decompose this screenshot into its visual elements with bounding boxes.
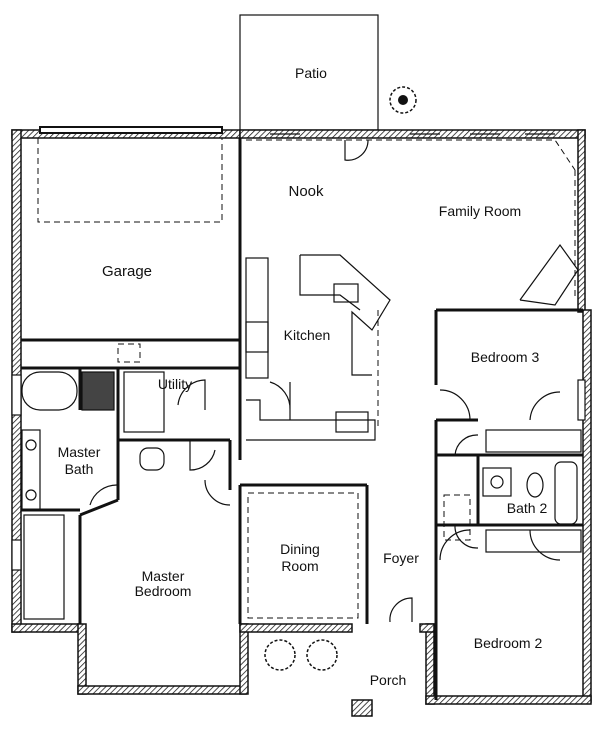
room-label-nook: Nook (288, 183, 324, 200)
room-label-bedroom-3: Bedroom 3 (471, 349, 540, 365)
room-label-dining-line1: Dining (280, 541, 320, 557)
room-label-garage: Garage (102, 263, 152, 280)
room-label-master-bedroom-line2: Bedroom (135, 583, 192, 599)
room-label-family-room: Family Room (439, 203, 521, 219)
door-swings (89, 139, 561, 623)
dashed-outlines (37, 137, 576, 619)
room-label-bedroom-2: Bedroom 2 (474, 635, 543, 651)
room-label-master-bath-line2: Bath (65, 461, 94, 477)
room-label-utility: Utility (158, 376, 192, 392)
room-label-bath-2: Bath 2 (507, 500, 548, 516)
room-label-patio: Patio (295, 65, 327, 81)
room-label-porch: Porch (370, 672, 407, 688)
kitchen-counters (245, 243, 579, 441)
windows (11, 133, 586, 571)
room-label-foyer: Foyer (383, 550, 419, 566)
shrub-icon (389, 86, 417, 114)
shrub-icon (264, 639, 338, 671)
room-label-master-bedroom-line1: Master (142, 568, 185, 584)
room-label-dining-line2: Room (281, 558, 318, 574)
interior-walls (21, 138, 583, 700)
bath-fixtures (21, 371, 582, 620)
room-label-master-bath-line1: Master (58, 444, 101, 460)
room-label-kitchen: Kitchen (284, 327, 331, 343)
